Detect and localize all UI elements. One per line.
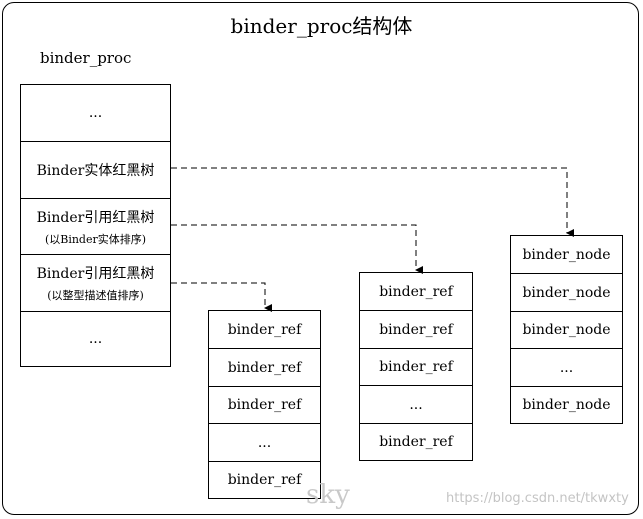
node-item-text: binder_node (522, 322, 611, 338)
ref-item-text: ... (257, 434, 272, 451)
ref-item-text: binder_ref (227, 397, 302, 413)
ref-item-text: binder_ref (379, 283, 453, 300)
ref-item: ... (360, 386, 472, 424)
node-item: binder_node (511, 236, 622, 274)
node-item: binder_node (511, 274, 622, 312)
node-item-text: binder_node (522, 246, 611, 263)
proc-row-text: ... (88, 105, 103, 121)
ref-item: binder_ref (209, 349, 320, 387)
ref-item-text: ... (409, 396, 423, 413)
proc-row-text: Binder实体红黑树 (36, 163, 155, 179)
diagram-frame (2, 2, 639, 515)
proc-label: binder_proc (40, 49, 132, 67)
node-item-text: binder_node (522, 284, 611, 301)
ref-item-text: binder_ref (379, 359, 453, 375)
node-item-text: ... (559, 359, 574, 376)
ref-item: binder_ref (360, 311, 472, 349)
proc-row-node-tree: Binder实体红黑树 (21, 142, 170, 199)
ref-item: binder_ref (209, 311, 320, 349)
arrow-ref-tree-to-ref-list-by-desc (171, 282, 272, 312)
ref-list-by-node: binder_ref binder_ref binder_ref ... bin… (359, 272, 473, 461)
node-item-text: binder_node (522, 397, 611, 413)
proc-row-ref-tree-by-node: Binder引用红黑树 (以Binder实体排序) (21, 199, 170, 255)
node-item: binder_node (511, 312, 622, 349)
ref-item: binder_ref (209, 462, 320, 498)
ref-item-text: binder_ref (227, 321, 302, 338)
ref-item: binder_ref (209, 387, 320, 424)
ref-item-text: binder_ref (379, 321, 453, 338)
proc-row-subtext: (以Binder实体排序) (44, 232, 147, 246)
proc-row: ... (21, 312, 170, 366)
node-list: binder_node binder_node binder_node ... … (510, 235, 623, 424)
watermark-text: sky (306, 480, 350, 510)
ref-item-text: binder_ref (227, 472, 302, 488)
node-item: binder_node (511, 387, 622, 423)
ref-item-text: binder_ref (227, 359, 302, 376)
ref-item: binder_ref (360, 424, 472, 460)
ref-item: binder_ref (360, 349, 472, 386)
proc-column: ... Binder实体红黑树 Binder引用红黑树 (以Binder实体排序… (20, 84, 171, 367)
proc-row-text: ... (88, 331, 103, 347)
proc-row-text: Binder引用红黑树 (36, 209, 155, 226)
proc-row-ref-tree-by-desc: Binder引用红黑树 (以整型描述值排序) (21, 255, 170, 312)
ref-list-by-desc: binder_ref binder_ref binder_ref ... bin… (208, 310, 321, 499)
diagram-title: binder_proc结构体 (230, 14, 413, 38)
ref-item-text: binder_ref (379, 434, 453, 450)
node-item: ... (511, 349, 622, 387)
proc-row: ... (21, 85, 170, 142)
proc-row-subtext: (以整型描述值排序) (47, 289, 144, 302)
ref-item: binder_ref (360, 273, 472, 311)
proc-row-text: Binder引用红黑树 (36, 266, 155, 282)
ref-item: ... (209, 424, 320, 462)
arrow-ref-tree-to-ref-list-by-node (171, 224, 423, 274)
arrow-node-tree-to-node-list (171, 167, 574, 237)
watermark-url: https://blog.csdn.net/tkwxty (446, 491, 629, 506)
